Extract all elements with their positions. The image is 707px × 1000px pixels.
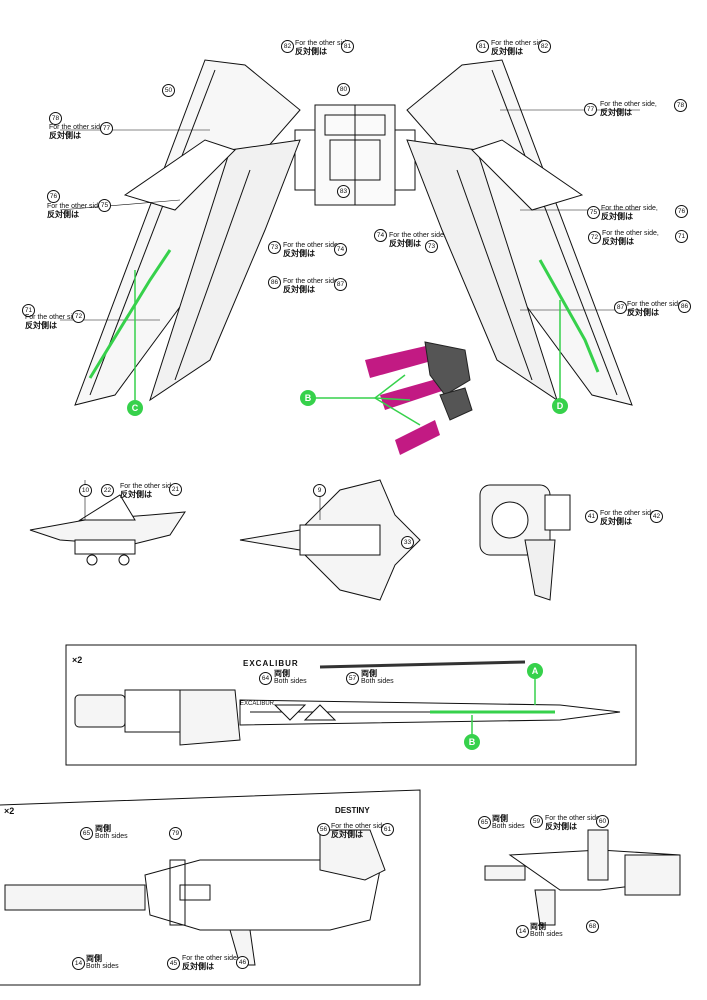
other-side-label: For the other side,反対側は: [283, 242, 340, 258]
other-side-label: For the other side,反対側は: [182, 955, 239, 971]
part-number: 86: [268, 276, 281, 289]
part-number: 65: [478, 816, 491, 829]
part-number: 60: [596, 815, 609, 828]
part-number: 78: [49, 112, 62, 125]
quantity-label: ×2: [4, 806, 15, 816]
part-number: 87: [614, 301, 627, 314]
other-side-label: For the other side,反対側は: [602, 230, 659, 246]
part-number: 82: [281, 40, 294, 53]
left-wing-drawing: [59, 59, 301, 406]
rifle-right-drawing: [484, 829, 681, 926]
other-side-label: For the other side,反対側は: [491, 40, 548, 56]
jet-left-drawing: [29, 480, 186, 566]
part-number: 74: [374, 229, 387, 242]
part-number: 50: [162, 84, 175, 97]
part-number: 71: [22, 304, 35, 317]
jet-center-drawing: [239, 479, 421, 601]
head-drawing: [479, 484, 571, 601]
other-side-label: For the other side,反対側は: [49, 124, 106, 140]
other-side-label: For the other side,反対側は: [295, 40, 352, 56]
quantity-label: ×2: [72, 655, 83, 665]
other-side-label: For the other side,反対側は: [545, 815, 602, 831]
part-number: 72: [72, 310, 85, 323]
sword-logo: EXCALIBUR: [243, 659, 299, 668]
other-side-label: For the other side,反対側は: [47, 203, 104, 219]
part-number: 87: [334, 278, 347, 291]
part-number: 21: [169, 483, 182, 496]
part-number: 73: [425, 240, 438, 253]
other-side-label: For the other side,反対側は: [627, 301, 684, 317]
backpack-drawing: [294, 104, 416, 206]
decal-callout: C: [127, 400, 143, 416]
part-number: 82: [538, 40, 551, 53]
other-side-label: For the other side,反対側は: [600, 101, 657, 117]
part-number: 71: [675, 230, 688, 243]
part-number: 64: [259, 672, 272, 685]
part-number: 45: [167, 957, 180, 970]
rifle-left-frame: [0, 789, 421, 986]
part-number: 81: [476, 40, 489, 53]
decal-callout: D: [552, 398, 568, 414]
blade-text: EXCALIBUR: [240, 701, 275, 707]
part-number: 80: [337, 83, 350, 96]
part-number: 57: [346, 672, 359, 685]
left-green-decal: [88, 249, 172, 379]
part-number: 61: [381, 823, 394, 836]
part-number: 14: [72, 957, 85, 970]
part-number: 76: [47, 190, 60, 203]
part-number: 59: [530, 815, 543, 828]
part-number: 10: [79, 484, 92, 497]
part-number: 65: [80, 827, 93, 840]
decal-callout: B: [300, 390, 316, 406]
sword-drawing: [74, 660, 621, 746]
part-number: 83: [337, 185, 350, 198]
part-number: 56: [317, 823, 330, 836]
other-side-label: For the other side,反対側は: [601, 205, 658, 221]
part-number: 33: [401, 536, 414, 549]
right-green-decal: [538, 259, 600, 373]
rifle-left-drawing: [4, 829, 386, 966]
other-side-label: For the other side,反対側は: [283, 278, 340, 294]
part-number: 42: [650, 510, 663, 523]
other-side-label: For the other side,反対側は: [120, 483, 177, 499]
part-number: 77: [100, 122, 113, 135]
other-side-label: For the other side,反対側は: [389, 232, 446, 248]
part-number: 9: [313, 484, 326, 497]
part-number: 76: [675, 205, 688, 218]
other-side-label: For the other side,反対側は: [600, 510, 657, 526]
inset-magenta: [315, 330, 480, 462]
part-number: 73: [268, 241, 281, 254]
part-number: 81: [341, 40, 354, 53]
other-side-label: For the other side,反対側は: [25, 314, 82, 330]
part-number: 75: [587, 206, 600, 219]
decal-callout: B: [464, 734, 480, 750]
right-wing-drawing: [406, 59, 640, 406]
part-number: 41: [585, 510, 598, 523]
sword-frame: [65, 644, 637, 766]
part-number: 14: [516, 925, 529, 938]
part-number: 86: [678, 300, 691, 313]
part-number: 77: [584, 103, 597, 116]
part-number: 22: [101, 484, 114, 497]
decal-callout: A: [527, 663, 543, 679]
destiny-logo: DESTINY: [335, 806, 370, 815]
other-side-label: For the other side,反対側は: [331, 823, 388, 839]
part-number: 74: [334, 243, 347, 256]
part-number: 46: [236, 956, 249, 969]
part-number: 79: [169, 827, 182, 840]
part-number: 72: [588, 231, 601, 244]
part-number: 78: [674, 99, 687, 112]
part-number: 75: [98, 199, 111, 212]
part-number: 68: [586, 920, 599, 933]
